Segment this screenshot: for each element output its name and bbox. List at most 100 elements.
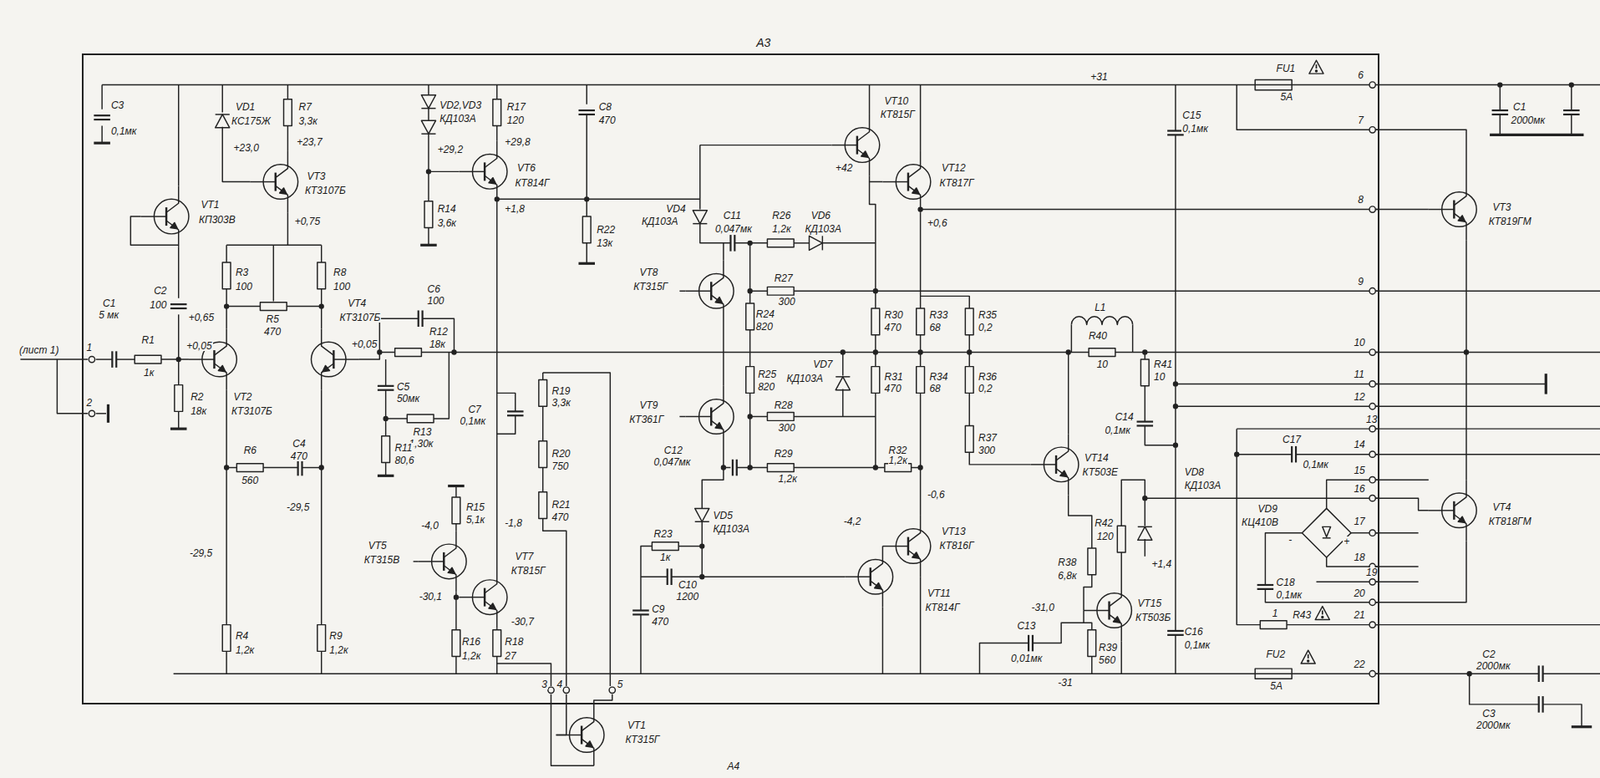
wire — [1570, 85, 1572, 112]
wire — [1453, 479, 1467, 507]
wire — [427, 108, 429, 122]
component-label: 11 — [1352, 369, 1365, 380]
component-label: VT7 — [514, 551, 535, 562]
component-label: R41 — [1153, 359, 1174, 370]
component-label: 0,1мк — [110, 126, 138, 137]
component-label: 0,01мк — [1010, 653, 1043, 664]
pin-terminal — [1369, 380, 1376, 387]
component-label: R17 — [506, 101, 527, 112]
wire — [908, 151, 921, 178]
resistor-symbol — [395, 348, 422, 357]
component-label: КД103А — [1183, 480, 1223, 491]
junction-dot — [224, 465, 229, 470]
wire — [640, 575, 668, 577]
junction-dot — [967, 350, 972, 355]
transistor-arrow — [218, 365, 226, 371]
resistor-symbol — [538, 441, 548, 468]
component-label: 9 — [1356, 276, 1365, 287]
transistor-symbol — [1428, 509, 1455, 511]
component-label: 470 — [650, 616, 670, 627]
wire — [484, 601, 498, 629]
resistor-symbol — [259, 302, 287, 311]
transistor-arrow — [488, 603, 497, 610]
component-label: R43 — [1291, 609, 1312, 620]
component-label: КТ815Г — [510, 565, 547, 576]
pin-terminal — [1369, 495, 1376, 502]
transistor-symbol — [685, 290, 712, 292]
wire — [1499, 85, 1501, 112]
diode-symbol — [1137, 526, 1153, 528]
wire — [302, 467, 322, 468]
component-label: 12 — [1352, 391, 1366, 402]
warning-mark — [1321, 615, 1324, 618]
fuse-symbol — [1254, 673, 1292, 675]
diode-symbol — [421, 120, 436, 134]
resistor-symbol — [871, 366, 880, 394]
component-label: 10 — [1352, 337, 1366, 348]
resistor-symbol — [965, 366, 974, 394]
component-label: 2000мк — [1510, 115, 1547, 126]
wire — [1453, 213, 1467, 240]
wire — [1375, 540, 1467, 602]
component-label: КС175Ж — [230, 116, 272, 127]
component-label: R39 — [1097, 642, 1118, 653]
component-label: 15 — [1352, 465, 1366, 476]
component-label: C15 — [1181, 110, 1202, 121]
pin-terminal — [1369, 529, 1376, 536]
component-label: FU2 — [1264, 649, 1286, 660]
resistor-symbol — [538, 492, 548, 519]
component-label: 1,2к — [771, 223, 792, 234]
component-label: 300 — [777, 296, 797, 307]
ground-bar — [1544, 373, 1548, 394]
component-label: +29,8 — [503, 137, 531, 148]
wire — [1375, 497, 1429, 511]
transistor-symbol — [141, 215, 168, 217]
component-label: 1к — [142, 367, 155, 378]
wire — [908, 515, 921, 543]
resistor-symbol — [134, 355, 162, 364]
junction-dot — [1142, 496, 1148, 501]
wire — [1144, 538, 1146, 557]
component-label: -4,2 — [843, 516, 863, 527]
wire — [455, 486, 457, 498]
component-label: 6 — [1356, 70, 1365, 81]
warning-mark — [1307, 660, 1310, 662]
component-label: 2 — [86, 397, 94, 408]
wire — [385, 359, 387, 387]
capacitor-symbol — [111, 350, 113, 368]
component-label: 1,2к — [328, 645, 349, 656]
wire — [1068, 495, 1093, 549]
wire — [586, 85, 588, 105]
component-label: КТ814Г — [924, 602, 961, 613]
capacitor-symbol — [1137, 420, 1154, 422]
wire — [1236, 453, 1292, 455]
component-label: R1 — [141, 335, 156, 346]
component-label: VT3 — [305, 171, 326, 182]
wire — [320, 390, 322, 625]
wire — [542, 467, 544, 493]
wire — [1499, 114, 1501, 135]
resistor-symbol — [424, 201, 433, 229]
resistor-symbol — [965, 308, 974, 336]
component-label: R25 — [756, 369, 778, 380]
component-label: 2000мк — [1475, 720, 1512, 731]
junction-dot — [383, 416, 388, 421]
wire — [275, 151, 289, 178]
pin-terminal — [88, 355, 95, 362]
wire — [556, 694, 567, 736]
warning-triangle — [1300, 650, 1316, 664]
wire — [699, 145, 701, 210]
component-label: 18к — [189, 406, 208, 417]
component-label: 16 — [1352, 483, 1366, 494]
ground-bar — [170, 427, 188, 431]
component-label: VT3 — [1492, 202, 1513, 213]
wire — [173, 673, 1256, 675]
component-label: 10 — [1153, 371, 1166, 382]
resistor-symbol — [222, 262, 231, 290]
wire — [722, 321, 724, 387]
component-label: R16 — [461, 636, 482, 647]
resistor-symbol — [766, 463, 794, 473]
wire — [1032, 610, 1084, 644]
component-label: КТ816Г — [939, 540, 976, 551]
resistor-symbol — [406, 414, 434, 423]
